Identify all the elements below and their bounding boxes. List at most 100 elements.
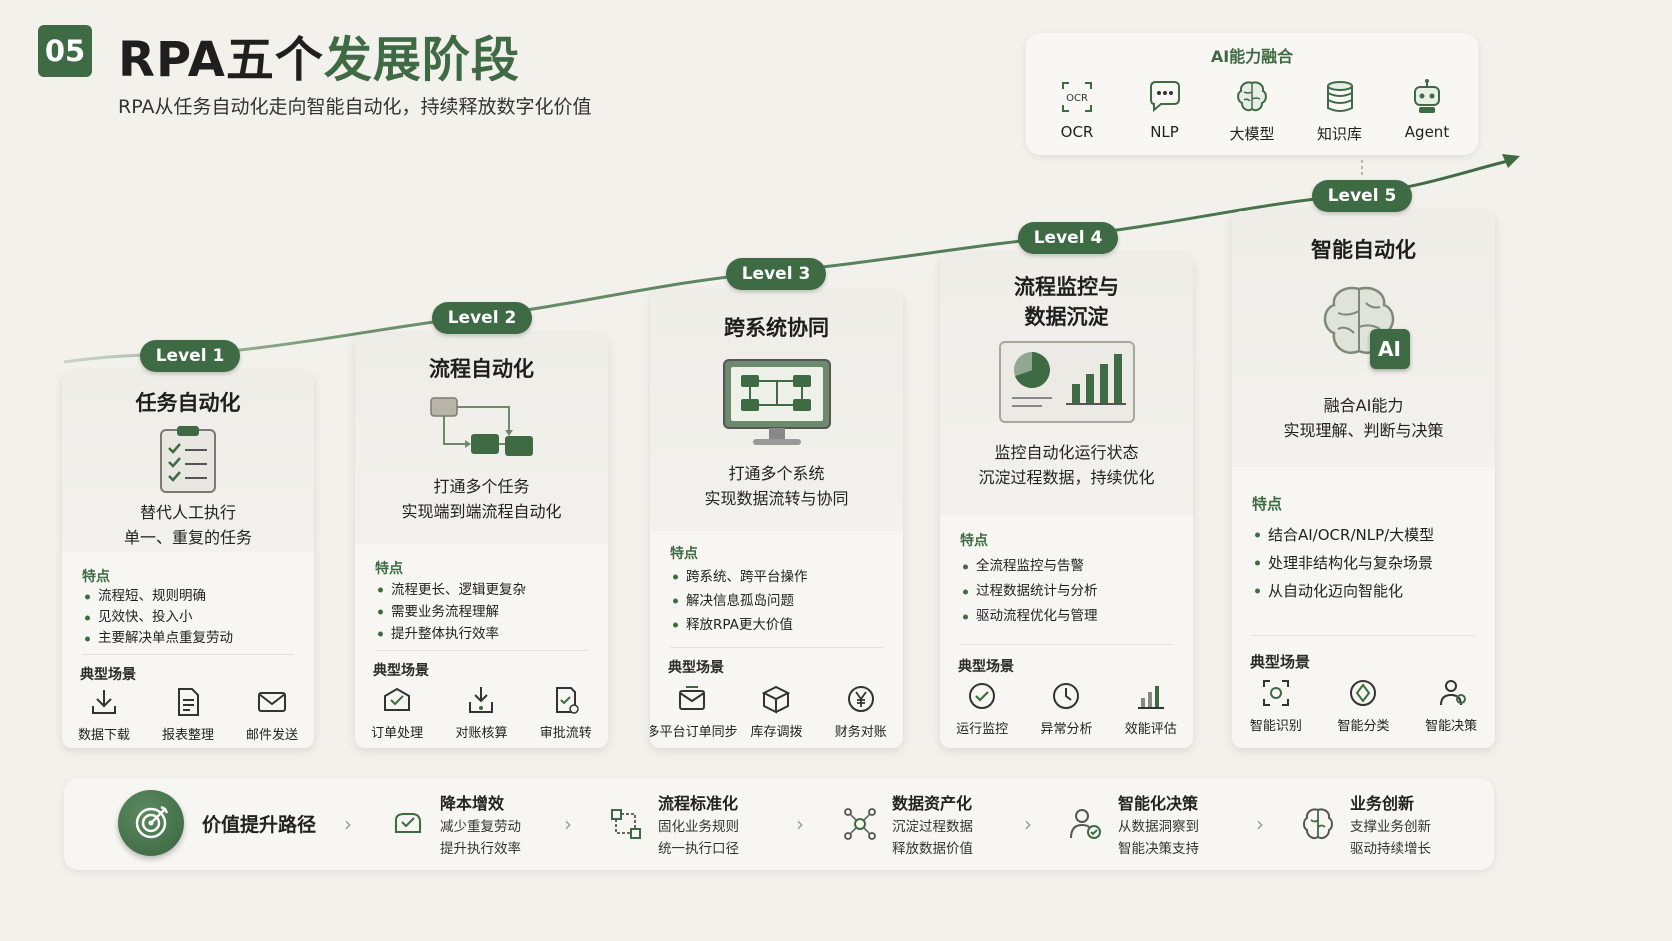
level-card-4: 流程监控与数据沉淀 监控自动化运行状态 沉淀过程数据，持续优化 特点 全流程监控… [940, 254, 1193, 748]
ai-item-label: Agent [1404, 123, 1450, 141]
value-step-line: 沉淀过程数据 [892, 819, 973, 835]
value-path-bar: 价值提升路径 › 降本增效 减少重复劳动 提升执行效率 › 流程标准化 固化业务… [64, 778, 1494, 870]
chevron-right-icon: › [564, 812, 572, 836]
feature-item: 解决信息孤岛问题 [670, 589, 893, 613]
people-icon [1440, 680, 1467, 706]
chat-bubble-icon [1149, 81, 1180, 113]
level-pill-2: Level 2 [432, 302, 532, 334]
feature-item: 需要业务流程理解 [375, 601, 598, 623]
value-step-3: 数据资产化 沉淀过程数据 释放数据价值 [842, 792, 973, 860]
scene-label: 智能识别 [1249, 719, 1302, 734]
scene-label: 财务对账 [834, 725, 887, 740]
yen-icon [847, 686, 874, 712]
ai-item-agent: Agent [1384, 77, 1470, 144]
ai-item-label: 知识库 [1316, 125, 1362, 143]
report-icon [178, 688, 199, 716]
scene-label: 异常分析 [1040, 722, 1093, 737]
features-label: 特点 [670, 546, 698, 562]
clock-icon [1053, 683, 1080, 709]
ai-item-llm: 大模型 [1209, 77, 1295, 144]
card-desc-line: 监控自动化运行状态 [994, 443, 1139, 462]
value-step-2: 流程标准化 固化业务规则 统一执行口径 [608, 792, 739, 860]
innovation-brain-icon [1303, 808, 1333, 840]
bar-chart-icon [1137, 686, 1164, 709]
value-step-line: 减少重复劳动 [440, 819, 521, 835]
card-title: 跨系统协同 [724, 316, 829, 340]
download-icon [92, 690, 116, 714]
database-icon [1326, 81, 1353, 112]
features-label: 特点 [375, 561, 403, 577]
value-step-line: 支撑业务创新 [1350, 819, 1431, 835]
scenes-label: 典型场景 [668, 660, 724, 676]
level-pill-1: Level 1 [140, 340, 240, 372]
scene-item: 运行监控 [940, 680, 1024, 737]
features-label: 特点 [82, 569, 110, 585]
value-step-line: 提升执行效率 [440, 841, 521, 857]
level-pill-5: Level 5 [1312, 180, 1412, 212]
level-card-5: 智能自动化 AI 融合AI能力 实现理解、判断与决策 特点 结合AI/OCR/N… [1232, 211, 1495, 748]
card-desc-line: 沉淀过程数据，持续优化 [978, 468, 1155, 487]
card-desc-line: 实现端到端流程自动化 [401, 502, 562, 521]
card-desc-line: 实现数据流转与协同 [704, 489, 849, 508]
value-step-1: 降本增效 减少重复劳动 提升执行效率 [390, 792, 521, 860]
value-path-title: 价值提升路径 [202, 814, 317, 836]
card-title: 任务自动化 [135, 391, 241, 415]
brain-icon [1237, 81, 1267, 112]
scene-item: 智能识别 [1234, 677, 1318, 734]
reconcile-icon [469, 687, 494, 713]
ai-item-label: OCR [1060, 123, 1094, 141]
scene-label: 对账核算 [455, 726, 508, 741]
ai-badge: AI [1369, 329, 1410, 369]
card-title: 流程监控与数据沉淀 [940, 272, 1193, 332]
ai-item-label: 大模型 [1229, 125, 1275, 143]
scene-label: 运行监控 [956, 722, 1009, 737]
value-step-line: 从数据洞察到 [1118, 819, 1199, 835]
value-step-line: 固化业务规则 [658, 819, 739, 835]
value-step-line: 释放数据价值 [892, 841, 973, 857]
level-pill-3: Level 3 [726, 258, 826, 290]
feature-item: 主要解决单点重复劳动 [82, 628, 304, 649]
ai-item-nlp: NLP [1122, 77, 1208, 144]
ai-item-label: NLP [1150, 123, 1179, 141]
value-step-title: 流程标准化 [658, 794, 739, 813]
features-label: 特点 [1252, 495, 1283, 513]
piggy-icon [395, 813, 421, 833]
page-title: RPA五个发展阶段 [118, 20, 520, 90]
curve-arrowhead [1502, 154, 1520, 168]
scene-label: 智能分类 [1337, 719, 1390, 734]
value-step-title: 降本增效 [440, 794, 505, 813]
order-sync-icon [679, 686, 706, 710]
chevron-right-icon: › [796, 812, 804, 836]
scene-label: 效能评估 [1124, 722, 1177, 737]
page-subtitle: RPA从任务自动化走向智能自动化，持续释放数字化价值 [118, 96, 592, 118]
feature-item: 流程短、规则明确 [82, 586, 304, 607]
ai-item-knowledge: 知识库 [1297, 77, 1383, 144]
order-box-icon [384, 687, 411, 711]
workflow-icon [611, 809, 641, 839]
level-pill-4: Level 4 [1018, 222, 1118, 254]
scenes-label: 典型场景 [373, 663, 429, 679]
value-step-title: 业务创新 [1350, 794, 1415, 813]
card-desc-line: 单一、重复的任务 [123, 528, 252, 547]
scene-label: 智能决策 [1425, 719, 1478, 734]
svg-text:OCR: OCR [1066, 93, 1088, 104]
scene-item: 效能评估 [1109, 680, 1193, 737]
feature-item: 过程数据统计与分析 [960, 579, 1183, 604]
scene-label: 订单处理 [371, 726, 424, 741]
card-desc-line: 打通多个任务 [433, 477, 530, 496]
scene-item: 数据下载 [62, 686, 146, 743]
feature-item: 驱动流程优化与管理 [960, 604, 1183, 629]
monitor-network-icon [722, 359, 831, 445]
user-insight-icon [1070, 809, 1101, 839]
scene-label: 报表整理 [161, 728, 214, 743]
card-desc-line: 替代人工执行 [139, 503, 236, 522]
scene-item: 邮件发送 [230, 686, 314, 743]
scene-item: 智能决策 [1409, 677, 1493, 734]
feature-item: 跨系统、跨平台操作 [670, 565, 893, 589]
value-step-line: 驱动持续增长 [1350, 841, 1431, 857]
scene-label: 邮件发送 [245, 728, 298, 743]
feature-item: 释放RPA更大价值 [670, 613, 893, 637]
scene-item: 审批流转 [524, 684, 608, 741]
tag-icon [1350, 680, 1377, 706]
features-list: 流程短、规则明确 见效快、投入小 主要解决单点重复劳动 [82, 586, 304, 649]
